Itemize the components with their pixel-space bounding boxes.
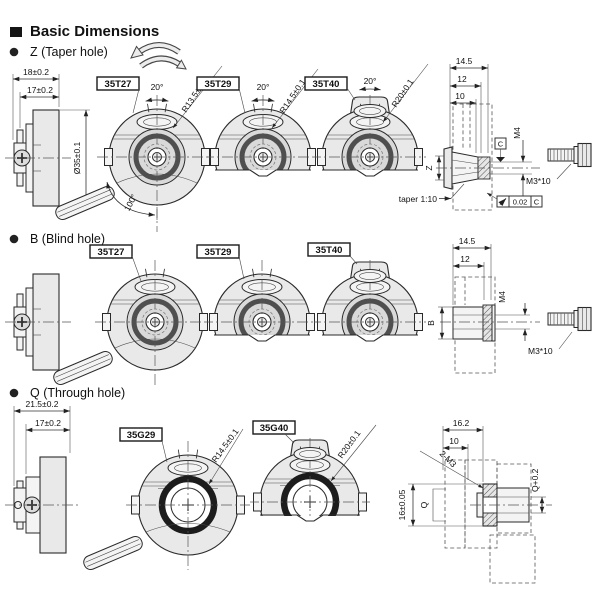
model-tag-box (89, 244, 133, 259)
model-tag: 35T27 (105, 79, 132, 90)
model-tag: 35G40 (260, 423, 289, 434)
boss-radius: R20±0.1 (389, 77, 415, 109)
sec-depth-overall: 14.5 (459, 236, 476, 246)
model-tag: 35T40 (313, 79, 340, 90)
sec-depth-overall: 16.2 (453, 418, 470, 428)
section-b-bullet (9, 234, 19, 244)
encoder-front-view (310, 260, 430, 385)
b-encoder-35T29: 35T29 (196, 244, 322, 385)
q-side-view-body (4, 456, 79, 554)
z-side-view: 18±0.2 17±0.2 Ø35±0.1 (4, 67, 90, 207)
runout-icon (498, 198, 507, 207)
sec-flange-height: 16±0.05 (397, 489, 407, 520)
encoder-front-view (52, 260, 215, 387)
section-q-label: Q (Through hole) (30, 386, 125, 400)
page-title: Basic Dimensions (30, 23, 159, 40)
clamp-angle: 20° (257, 82, 270, 92)
taper-note: taper 1:10 (399, 194, 438, 204)
z-dim-diameter: Ø35±0.1 (72, 141, 82, 174)
q-encoder-35G29: 35G29 R14.5±0.1 (82, 426, 250, 571)
sec-thread: 2-M3 (438, 449, 459, 470)
row-q: 21.5±0.2 17±0.2 35G29 R14.5±0.1 35G40 R2… (4, 399, 552, 584)
screw-label: M3*10 (526, 176, 551, 186)
model-tag: 35T27 (98, 247, 125, 258)
screw-drawing (547, 142, 592, 168)
model-tag-box (196, 76, 240, 91)
section-z-label: Z (Taper hole) (30, 45, 108, 59)
runout-tolerance-frame: 0.02 C (486, 192, 543, 208)
boss-radius: R20±0.1 (336, 428, 363, 460)
rotation-direction-arrows-icon (130, 42, 187, 70)
screw-drawing (547, 306, 592, 332)
model-tag-box (96, 76, 140, 91)
model-tag-box (307, 242, 351, 257)
q-encoder-35G40: 35G40 R20±0.1 (248, 420, 377, 567)
section-q-bullet (9, 388, 19, 398)
sec-depth-inner: 10 (455, 91, 465, 101)
b-encoder-35T27: 35T27 (52, 244, 215, 387)
model-tag-box (252, 420, 296, 435)
row-z: 18±0.2 17±0.2 Ø35±0.1 35T27 20° R (4, 42, 592, 232)
q-dim-depth-overall: 21.5±0.2 (25, 399, 58, 409)
model-tag-box (196, 244, 240, 259)
datum-letter: C (498, 140, 504, 149)
row-b: 35T27 35T29 35T40 14.5 12 (4, 236, 592, 387)
boss-radius: R14.5±0.1 (210, 426, 241, 464)
runout-datum: C (534, 198, 540, 207)
sec-depth-inner: 10 (449, 436, 459, 446)
title-bullet-square (10, 27, 22, 37)
b-section-view: 14.5 12 M4 B (426, 236, 540, 374)
q-side-view: 21.5±0.2 17±0.2 (4, 399, 79, 554)
q-section-view: 16.2 10 2-M3 16±0.05 Q (397, 418, 552, 584)
z-screw: M3*10 (526, 142, 592, 186)
z-dim-depth-body: 17±0.2 (27, 85, 53, 95)
model-tag-box (119, 427, 163, 442)
z-side-view-body (4, 109, 72, 207)
section-z-bullet (9, 47, 19, 57)
clamp-angle: 20° (364, 76, 377, 86)
b-screw: M3*10 (528, 306, 592, 356)
datum-triangle (496, 157, 505, 162)
z-encoder-35T29: 35T29 20° R14.5±0.1 (196, 68, 323, 220)
encoder-front-view (82, 441, 250, 572)
model-tag: 35T40 (316, 245, 343, 256)
sec-bore-label: Q (419, 501, 429, 508)
runout-value: 0.02 (513, 198, 528, 207)
sec-depth-mid: 12 (460, 254, 470, 264)
model-tag: 35G29 (127, 430, 156, 441)
q-dim-depth-body: 17±0.2 (35, 418, 61, 428)
sec-depth-overall: 14.5 (456, 56, 473, 66)
sec-thread: M4 (512, 127, 522, 139)
encoder-front-view (248, 438, 372, 567)
model-tag: 35T29 (205, 247, 232, 258)
b-side-view (4, 273, 72, 371)
boss-radius: R14.5±0.1 (277, 77, 307, 115)
model-tag-box (304, 76, 348, 91)
z-dim-depth-overall: 18±0.2 (23, 67, 49, 77)
z-section-view: 14.5 12 10 Z M4 C (399, 56, 543, 211)
sec-thread: M4 (497, 291, 507, 303)
b-encoder-35T40: 35T40 (307, 242, 430, 385)
screw-label: M3*10 (528, 346, 553, 356)
encoder-front-view (202, 260, 322, 385)
encoder-front-view (203, 95, 323, 220)
sec-depth-mid: 12 (457, 74, 467, 84)
sec-bore-label: Z (424, 165, 434, 170)
clamp-angle: 20° (151, 82, 164, 92)
model-tag: 35T29 (205, 79, 232, 90)
section-b-label: B (Blind hole) (30, 232, 105, 246)
sec-bore-fit: Q+0.2 (530, 468, 540, 492)
sec-bore-label: B (426, 320, 436, 326)
